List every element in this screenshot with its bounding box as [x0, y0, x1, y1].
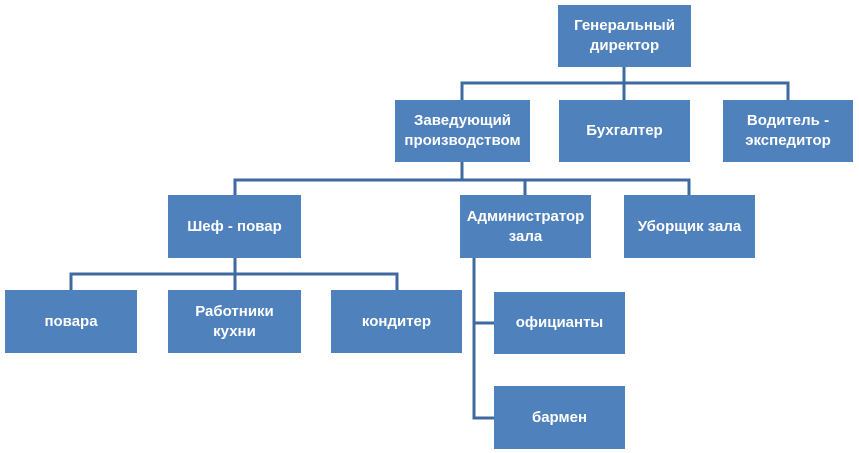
node-label: бармен [531, 408, 588, 426]
node-label: кондитер [361, 312, 432, 330]
node-label: повара [44, 312, 98, 330]
node-label: официанты [515, 314, 604, 331]
node-label: Генеральный директор [574, 17, 675, 54]
node-waiters: официанты [494, 292, 625, 354]
node-cooks: повара [5, 290, 137, 353]
node-kitchen-workers: Работники кухни [168, 290, 301, 353]
node-hall-cleaner: Уборщик зала [624, 195, 755, 258]
node-label: Шеф - повар [187, 217, 282, 235]
node-hall-administrator: Администратор зала [460, 195, 591, 258]
node-driver-forwarder: Водитель - экспедитор [723, 100, 853, 162]
node-label: Заведующий производством [404, 112, 521, 149]
node-accountant: Бухгалтер [559, 100, 690, 162]
node-label: Работники кухни [195, 302, 274, 340]
node-label: Администратор зала [466, 207, 585, 245]
node-confectioner: кондитер [331, 290, 462, 353]
node-label: Водитель - экспедитор [745, 112, 831, 149]
node-production-manager: Заведующий производством [395, 100, 530, 162]
node-general-director: Генеральный директор [558, 5, 691, 67]
node-label: Уборщик зала [637, 217, 742, 235]
node-chef: Шеф - повар [168, 195, 301, 258]
node-label: Бухгалтер [586, 122, 663, 139]
node-bartender: бармен [494, 386, 625, 449]
